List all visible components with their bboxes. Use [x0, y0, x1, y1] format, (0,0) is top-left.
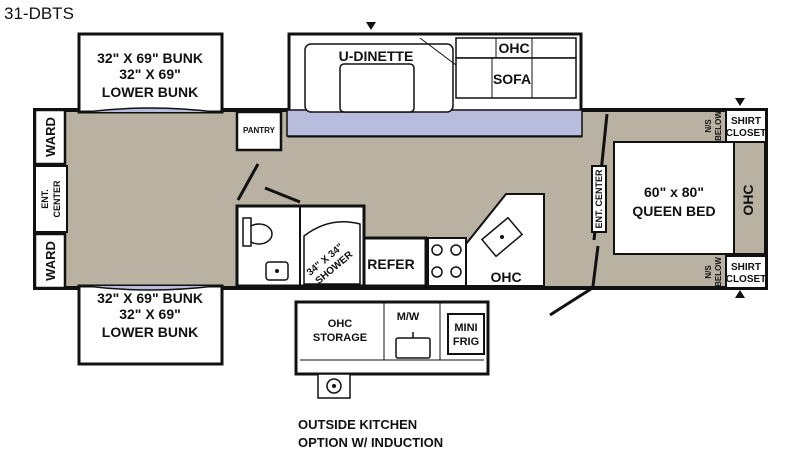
ns-top-label1: N/S [704, 119, 713, 133]
bunk-bottom-line2: 32" X 69" [119, 306, 181, 322]
front-door [549, 285, 595, 317]
shirt-top-label: SHIRT [731, 116, 761, 127]
rear-door [236, 163, 260, 201]
shirt-bottom-label: SHIRT [731, 262, 761, 273]
ohc-bedroom-label: OHC [740, 184, 756, 215]
bunk-top-line1: 32" X 69" BUNK [97, 50, 203, 66]
caption-line1: OUTSIDE KITCHEN [298, 417, 418, 432]
front-ent-label: ENT. CENTER [594, 169, 604, 229]
outside-storage-label: STORAGE [313, 332, 367, 344]
ward-bottom-label: WARD [43, 241, 58, 281]
ohc-kitchen-label: OHC [490, 269, 521, 285]
ns-bottom-label1: N/S [704, 265, 713, 279]
mw-label: M/W [397, 311, 420, 323]
kitchen-counter [465, 193, 545, 287]
frig-label: FRIG [453, 336, 479, 348]
ward-bottom [33, 232, 67, 290]
closet-top-label: CLOSET [726, 128, 767, 139]
model-title: 31-DBTS [4, 4, 74, 23]
sofa-label: SOFA [493, 71, 531, 87]
pantry [235, 110, 283, 152]
caption-line2: OPTION W/ INDUCTION [298, 435, 444, 450]
bunk-top-line3: LOWER BUNK [102, 84, 198, 100]
bunk-top-line2: 32" X 69" [119, 66, 181, 82]
queen-bed-label1: 60" x 80" [644, 184, 704, 200]
bunk-bottom-line1: 32" X 69" BUNK [97, 290, 203, 306]
ward-top [33, 108, 67, 166]
shirt-closet-top [725, 109, 767, 143]
mini-label: MINI [454, 322, 477, 334]
shirt-closet-bottom [725, 255, 767, 289]
ns-bottom-label2: BELOW [714, 257, 723, 287]
bunk-top [77, 32, 224, 114]
front-ent-center [591, 165, 607, 233]
bunk-bottom-line3: LOWER BUNK [102, 324, 198, 340]
ns-top-label2: BELOW [714, 111, 723, 141]
refer-label: REFER [367, 256, 414, 272]
bathroom [235, 186, 366, 288]
queen-bed-label2: QUEEN BED [632, 203, 715, 219]
refer [362, 236, 428, 288]
outside-kitchen [294, 300, 490, 399]
bunk-bottom [77, 284, 224, 366]
ward-top-label: WARD [43, 117, 58, 157]
stove [427, 237, 467, 287]
closet-bottom-label: CLOSET [726, 274, 767, 285]
dinette-slideout [286, 22, 583, 138]
pantry-label: PANTRY [243, 126, 276, 135]
ohc-top-label: OHC [498, 40, 529, 56]
outside-ohc-label: OHC [328, 318, 353, 330]
dinette-label: U-DINETTE [339, 48, 414, 64]
rear-ent-label1: ENT. [40, 189, 50, 209]
rear-ent-center [34, 165, 68, 233]
rear-ent-label2: CENTER [52, 180, 62, 218]
outside-kitchen-caption: OUTSIDE KITCHEN OPTION W/ INDUCTION [298, 416, 443, 452]
queen-bed [613, 141, 735, 255]
